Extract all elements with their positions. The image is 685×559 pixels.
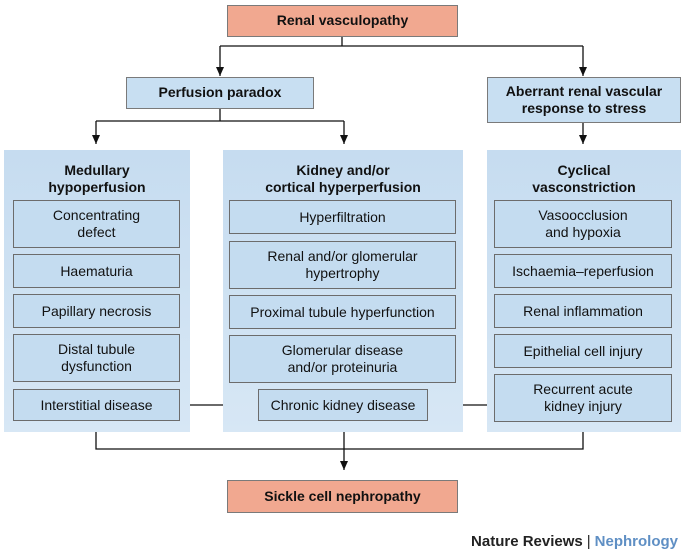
item-vasoocclusion-hypoxia: Vasoocclusion and hypoxia [494,200,672,248]
journal-name: Nature Reviews [471,533,583,550]
connector-perfusion-split [96,109,344,122]
medullary-panel: Medullary hypoperfusion [4,150,190,432]
connector-top-split [220,37,583,47]
item-recurrent-acute-kidney-injury: Recurrent acute kidney injury [494,374,672,422]
cortical-panel: Kidney and/or cortical hyperperfusion [223,150,463,432]
credit-separator: | [586,533,591,550]
renal-vasculopathy-box: Renal vasculopathy [227,5,458,37]
item-concentrating-defect: Concentrating defect [13,200,180,248]
item-hyperfiltration: Hyperfiltration [229,200,456,234]
item-glomerular-disease-proteinuria: Glomerular disease and/or proteinuria [229,335,456,383]
item-interstitial-disease: Interstitial disease [13,389,180,421]
perfusion-paradox-label: Perfusion paradox [158,84,282,101]
item-haematuria: Haematuria [13,254,180,288]
item-renal-glomerular-hypertrophy: Renal and/or glomerular hypertrophy [229,241,456,289]
connector-bottom-merge [95,431,584,450]
item-papillary-necrosis: Papillary necrosis [13,294,180,328]
sickle-cell-nephropathy-box: Sickle cell nephropathy [227,480,458,513]
journal-credit: Nature Reviews|Nephrology [471,533,678,550]
item-distal-tubule-dysfunction: Distal tubule dysfunction [13,334,180,382]
sickle-cell-nephropathy-label: Sickle cell nephropathy [264,487,421,504]
item-epithelial-cell-injury: Epithelial cell injury [494,334,672,368]
cortical-panel-title: Kidney and/or cortical hyperperfusion [265,162,421,195]
medullary-panel-title: Medullary hypoperfusion [48,162,146,195]
item-proximal-tubule-hyperfunction: Proximal tubule hyperfunction [229,295,456,329]
item-ischaemia-reperfusion: Ischaemia–reperfusion [494,254,672,288]
aberrant-response-box: Aberrant renal vascular response to stre… [487,77,681,123]
item-renal-inflammation: Renal inflammation [494,294,672,328]
aberrant-response-label: Aberrant renal vascular response to stre… [505,82,663,117]
item-chronic-kidney-disease: Chronic kidney disease [258,389,428,421]
cyclical-panel-title: Cyclical vasconstriction [532,162,636,195]
perfusion-paradox-box: Perfusion paradox [126,77,314,109]
renal-vasculopathy-label: Renal vasculopathy [276,12,409,29]
journal-section: Nephrology [594,533,678,550]
